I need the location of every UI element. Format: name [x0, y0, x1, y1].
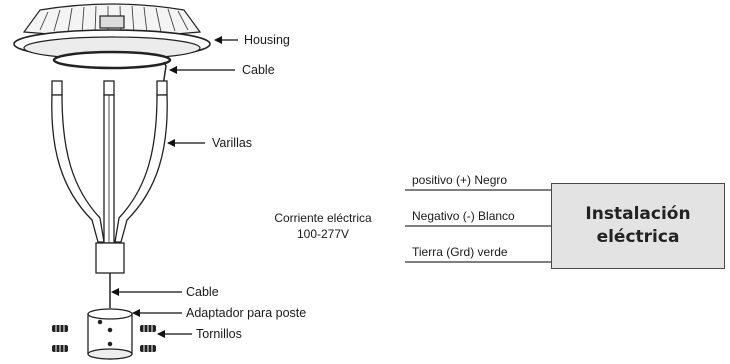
install-box-line1: Instalación: [585, 204, 691, 224]
current-label-line1: Corriente eléctrica: [274, 211, 372, 225]
wiring-lines: [405, 189, 551, 263]
label-rods: Varillas: [212, 136, 253, 150]
label-cable-bottom: Cable: [186, 285, 219, 299]
label-housing: Housing: [244, 33, 290, 47]
label-screws: Tornillos: [196, 327, 242, 341]
install-box-line2: eléctrica: [596, 227, 680, 247]
current-label-line2: 100-277V: [296, 227, 350, 241]
wire-ground-label: Tierra (Grd) verde: [412, 245, 508, 259]
screws-drawing: [52, 325, 156, 352]
label-pole-adapter: Adaptador para poste: [186, 306, 307, 320]
pole-adapter-drawing: [87, 308, 133, 360]
wire-negative-label: Negativo (-) Blanco: [412, 209, 515, 223]
housing-drawing: [13, 3, 211, 70]
callout-arrows: [111, 36, 238, 338]
electrical-installation-box: Instalación eléctrica: [551, 183, 725, 269]
wire-positive-label: positivo (+) Negro: [412, 173, 508, 187]
label-cable-top: Cable: [242, 63, 275, 77]
rods-drawing: [51, 80, 168, 274]
current-label: Corriente eléctrica 100-277V: [260, 211, 386, 241]
